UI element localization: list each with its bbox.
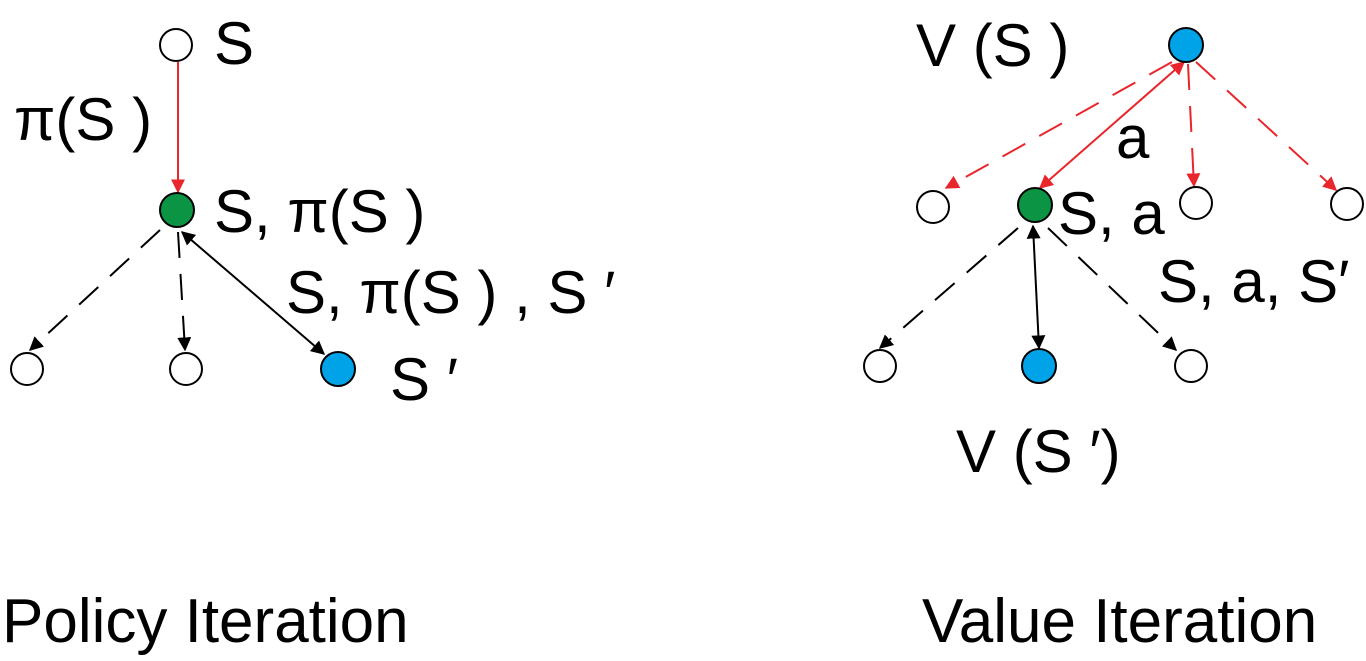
policy-iteration-diagram: S π(S ) S, π(S ) S, π(S ) , S ′ S ′ Poli…: [2, 10, 615, 656]
label-s-pi-s-sprime: S, π(S ) , S ′: [286, 259, 615, 326]
label-s-a-sprime: S, a, S′: [1158, 248, 1349, 315]
node-leaf-bottom-left: [863, 349, 897, 383]
caption-policy-iteration: Policy Iteration: [2, 587, 409, 656]
node-leaf-top-left: [916, 190, 950, 224]
node-leaf-left: [10, 352, 44, 386]
label-s-pi-s: S, π(S ): [214, 178, 425, 245]
node-leaf-top-right: [1330, 187, 1364, 221]
node-leaf-top-mid: [1179, 186, 1213, 220]
edge-s-pi-s-to-s-prime: [180, 231, 326, 355]
label-s-a: S, a: [1058, 180, 1165, 247]
edge-s-a-to-leaf-bottom-right: [1047, 227, 1178, 351]
node-s-a: [1017, 187, 1053, 223]
label-s: S: [214, 10, 254, 77]
label-v-s: V (S ): [916, 12, 1069, 79]
node-s-pi-s: [159, 192, 195, 228]
label-s-prime: S ′: [390, 346, 458, 413]
label-a: a: [1116, 104, 1150, 171]
node-v-s: [1168, 27, 1204, 63]
value-iteration-diagram: V (S ) a S, a S, a, S′ V (S ′) Value Ite…: [863, 12, 1364, 656]
edge-s-a-to-v-sprime: [1026, 224, 1046, 350]
node-leaf-bottom-right: [1174, 349, 1208, 383]
node-s: [159, 28, 193, 62]
node-s-prime: [320, 351, 356, 387]
edge-root-to-leaf-right: [1195, 61, 1338, 191]
caption-value-iteration: Value Iteration: [922, 587, 1317, 656]
node-v-sprime: [1021, 348, 1057, 384]
label-v-sprime: V (S ′): [956, 418, 1121, 485]
edge-s-pi-s-to-mid-leaf: [177, 231, 192, 352]
edge-root-to-leaf-mid: [1186, 63, 1201, 188]
node-leaf-mid: [169, 352, 203, 386]
edge-s-a-to-leaf-bottom-left: [878, 227, 1019, 349]
edge-root-to-s-a: [1038, 61, 1186, 189]
label-pi-s: π(S ): [14, 86, 152, 153]
edge-s-pi-s-to-left-leaf: [28, 229, 161, 351]
